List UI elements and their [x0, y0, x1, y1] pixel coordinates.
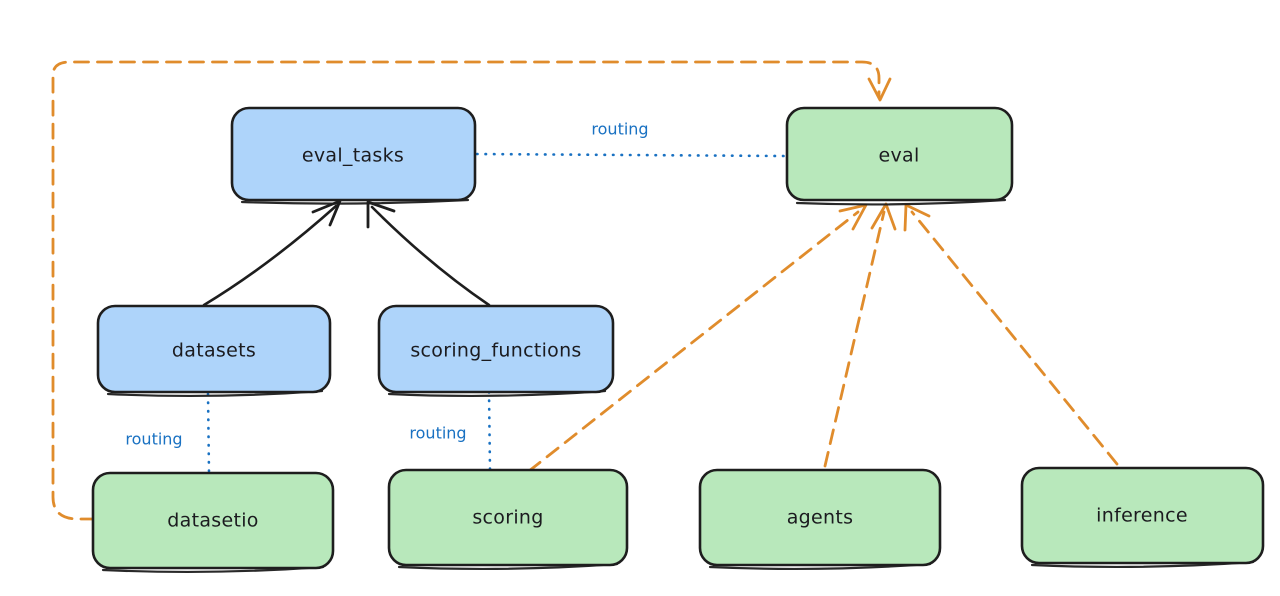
node-scoring_functions-label: scoring_functions [410, 340, 581, 362]
node-datasetio[interactable]: datasetio [91, 471, 335, 574]
node-inference-shape [1020, 466, 1265, 565]
dependency-edges [51, 60, 1119, 521]
hierarchy-edges [202, 199, 491, 307]
node-datasets-shape [96, 304, 332, 394]
node-eval[interactable]: eval [785, 106, 1014, 206]
arrowhead-scoring_functions-to-eval_tasks [366, 200, 396, 229]
node-scoring_functions-shape [377, 304, 615, 394]
edge-scoring-to-eval [527, 210, 860, 473]
node-eval-label: eval [878, 145, 919, 167]
node-eval-shape [785, 106, 1014, 202]
node-scoring-shape [387, 468, 629, 567]
edge-agents-to-eval [823, 210, 886, 468]
node-datasetio-label: datasetio [167, 510, 258, 532]
node-scoring[interactable]: scoring [387, 468, 629, 571]
edge-label-routing-datasets-datasetio: routing [125, 430, 182, 449]
edge-datasets-to-eval_tasks [202, 204, 338, 307]
arrowhead-datasetio-to-eval [867, 77, 892, 102]
node-eval_tasks[interactable]: eval_tasks [230, 106, 477, 205]
node-scoring_functions[interactable]: scoring_functions [377, 304, 615, 398]
edge-label-routing-eval_tasks-eval: routing [591, 120, 648, 139]
node-inference-label: inference [1096, 505, 1188, 527]
node-eval_tasks-shadow [240, 198, 470, 205]
arrowhead-inference-to-eval [903, 203, 931, 232]
node-datasets-label: datasets [172, 340, 256, 362]
node-agents[interactable]: agents [698, 468, 942, 571]
edge-label-routing-scoring_functions-scoring: routing [409, 424, 466, 443]
routing-edges [206, 152, 787, 475]
node-datasets[interactable]: datasets [96, 304, 332, 398]
node-inference[interactable]: inference [1020, 466, 1265, 569]
edge-eval_tasks-to-eval [475, 152, 787, 158]
edge-scoring_functions-to-scoring [487, 390, 492, 472]
node-eval_tasks-shape [230, 106, 477, 202]
edge-datasets-to-datasetio [206, 392, 211, 475]
node-agents-shape [698, 468, 942, 567]
node-eval-shadow [795, 198, 1007, 206]
arrowhead-scoring-to-eval [838, 203, 868, 231]
edge-datasetio-to-eval [51, 60, 881, 521]
node-datasetio-shape [91, 471, 335, 570]
node-eval_tasks-label: eval_tasks [302, 145, 404, 167]
edge-inference-to-eval [910, 210, 1119, 466]
node-agents-label: agents [787, 507, 854, 529]
node-scoring-label: scoring [472, 507, 543, 529]
edge-scoring_functions-to-eval_tasks [370, 205, 491, 307]
